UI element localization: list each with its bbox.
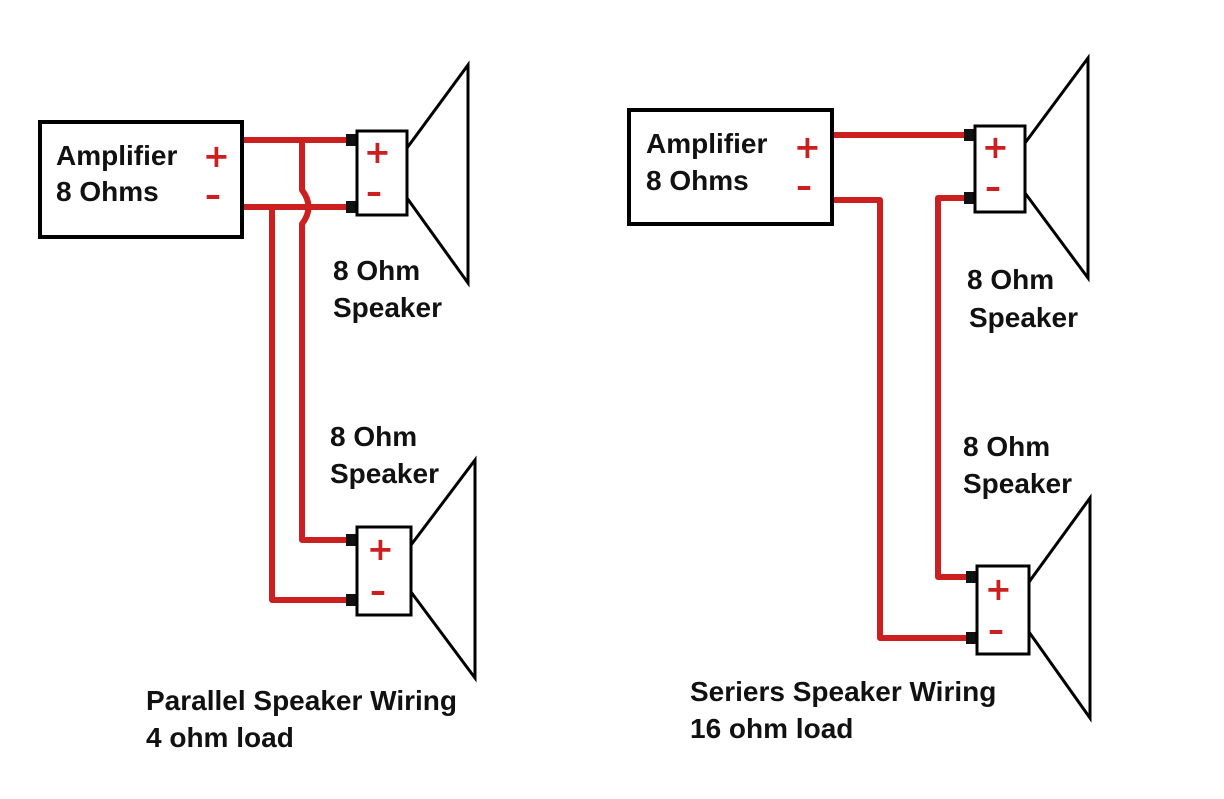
speaker-terminal-minus-tab	[964, 192, 976, 204]
speaker-label-line1: 8 Ohm	[330, 421, 417, 452]
speaker-terminal-plus-tab	[346, 534, 358, 546]
speaker-minus-sign: –	[985, 168, 1001, 206]
speaker-terminal-minus-tab	[966, 632, 978, 644]
speaker-terminal-minus-tab	[346, 201, 358, 213]
speaker-plus-sign: +	[985, 570, 1012, 608]
amplifier-name: Amplifier	[56, 140, 177, 171]
amplifier-minus-sign: –	[205, 176, 221, 214]
amplifier-ohms: 8 Ohms	[56, 176, 159, 207]
speaker-terminal-plus-tab	[966, 571, 978, 583]
speaker-parallel-bottom: + – 8 Ohm Speaker	[330, 421, 477, 683]
series-caption: Seriers Speaker Wiring 16 ohm load	[690, 676, 996, 744]
speaker-label-line2: Speaker	[333, 292, 442, 323]
speaker-plus-sign: +	[367, 530, 394, 568]
speaker-label-line2: Speaker	[963, 468, 1072, 499]
speaker-terminal-block	[973, 124, 1027, 214]
speaker-cone-icon	[1023, 53, 1090, 283]
speaker1-minus-to-speaker2-plus-wire	[935, 195, 973, 580]
speaker-plus-sign: +	[982, 128, 1009, 166]
speaker-label-line2: Speaker	[330, 458, 439, 489]
speaker-label-line1: 8 Ohm	[963, 431, 1050, 462]
parallel-wires	[241, 137, 351, 603]
amplifier-box	[38, 120, 244, 239]
caption-title: Seriers Speaker Wiring	[690, 676, 996, 707]
speaker-plus-sign: +	[364, 133, 391, 171]
caption-load: 16 ohm load	[690, 713, 853, 744]
caption-title: Parallel Speaker Wiring	[146, 685, 457, 716]
plus-branch-to-speaker2-plus-wire	[299, 137, 351, 543]
amplifier-series: Amplifier 8 Ohms + –	[627, 108, 834, 226]
amplifier-ohms: 8 Ohms	[646, 165, 749, 196]
speaker-terminal-block	[355, 129, 409, 217]
speaker-terminal-block	[975, 564, 1031, 656]
speaker-label-line1: 8 Ohm	[333, 255, 420, 286]
series-wiring-diagram: Amplifier 8 Ohms + – + – 8 Ohm Speaker +…	[627, 53, 1092, 744]
speaker-terminal-block	[355, 525, 413, 617]
amplifier-box	[627, 108, 834, 226]
speaker-series-top: + – 8 Ohm Speaker	[964, 53, 1090, 333]
speaker-cone-icon	[1027, 493, 1092, 723]
minus-branch-to-speaker2-minus-wire	[269, 204, 351, 603]
speaker-cone-icon	[405, 60, 470, 288]
speaker-minus-sign: –	[988, 611, 1004, 649]
amplifier-minus-sign: –	[796, 167, 812, 205]
amplifier-plus-sign: +	[203, 137, 230, 175]
speaker-terminal-plus-tab	[346, 134, 358, 146]
speaker-cone-icon	[409, 455, 477, 683]
speaker-minus-sign: –	[370, 572, 386, 610]
speaker-minus-sign: –	[366, 173, 382, 211]
speaker-label-line1: 8 Ohm	[967, 264, 1054, 295]
speaker-terminal-plus-tab	[964, 129, 976, 141]
amp-minus-to-speaker2-minus-wire	[831, 197, 973, 641]
parallel-caption: Parallel Speaker Wiring 4 ohm load	[146, 685, 457, 753]
speaker-label-line2: Speaker	[969, 302, 1078, 333]
series-wires	[831, 132, 973, 641]
caption-load: 4 ohm load	[146, 722, 294, 753]
parallel-wiring-diagram: Amplifier 8 Ohms + – + – 8 Ohm Speaker +…	[38, 60, 477, 753]
speaker-series-bottom: + – 8 Ohm Speaker	[963, 431, 1092, 723]
speaker-parallel-top: + – 8 Ohm Speaker	[333, 60, 470, 323]
amplifier-name: Amplifier	[646, 128, 767, 159]
amplifier-plus-sign: +	[794, 128, 821, 166]
amplifier-parallel: Amplifier 8 Ohms + –	[38, 120, 244, 239]
speaker-terminal-minus-tab	[346, 594, 358, 606]
